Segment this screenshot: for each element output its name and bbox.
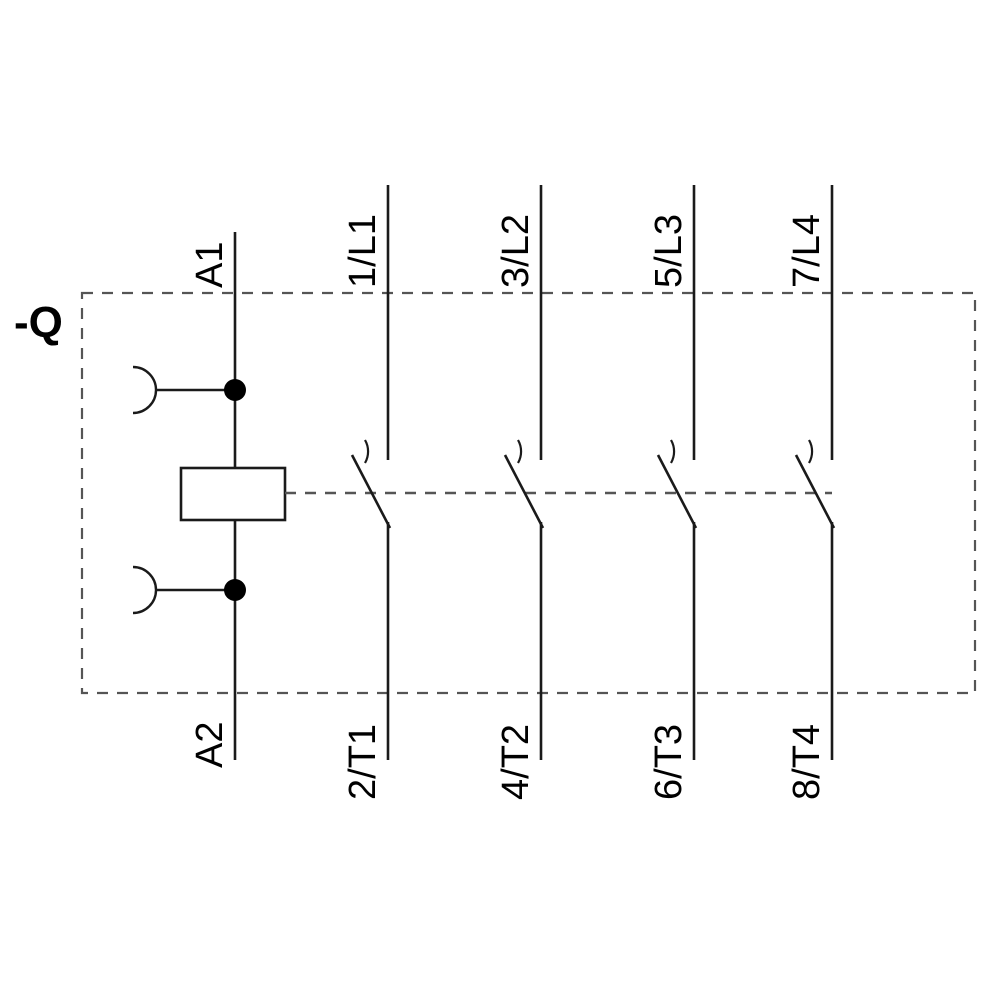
terminal-label-6T3: 6/T3 [648, 724, 690, 800]
pole-3 [656, 185, 698, 760]
coil-branch [132, 232, 287, 760]
terminal-label-1L1: 1/L1 [342, 214, 384, 288]
junction-dot-icon-lower [224, 579, 246, 601]
pole-4 [794, 185, 836, 760]
terminal-label-5L3: 5/L3 [648, 214, 690, 288]
fixed-contact-arc-icon-2 [517, 439, 523, 464]
pole-2 [503, 185, 545, 760]
terminal-label-a2: A2 [189, 722, 231, 768]
pole-1 [350, 185, 392, 760]
fixed-contact-arc-icon-1 [364, 439, 370, 464]
moving-contact-diagonal-icon-4 [794, 454, 836, 529]
terminal-arc-icon-upper [132, 365, 158, 415]
terminal-label-3L2: 3/L2 [495, 214, 537, 288]
device-designation-label: -Q [14, 298, 63, 347]
terminal-label-8T4: 8/T4 [786, 724, 828, 800]
terminal-label-7L4: 7/L4 [786, 214, 828, 288]
coil-rectangle-icon [179, 466, 287, 522]
fixed-contact-arc-icon-3 [670, 439, 676, 464]
dashed-device-boundary-icon [80, 291, 977, 695]
moving-contact-diagonal-icon-2 [503, 454, 545, 529]
terminal-arc-icon-lower [132, 565, 158, 615]
fixed-contact-arc-icon-4 [808, 439, 814, 464]
terminal-label-a1: A1 [189, 242, 231, 288]
moving-contact-diagonal-icon-3 [656, 454, 698, 529]
terminal-label-4T2: 4/T2 [495, 724, 537, 800]
terminal-label-2T1: 2/T1 [342, 724, 384, 800]
moving-contact-diagonal-icon-1 [350, 454, 392, 529]
junction-dot-icon-upper [224, 379, 246, 401]
